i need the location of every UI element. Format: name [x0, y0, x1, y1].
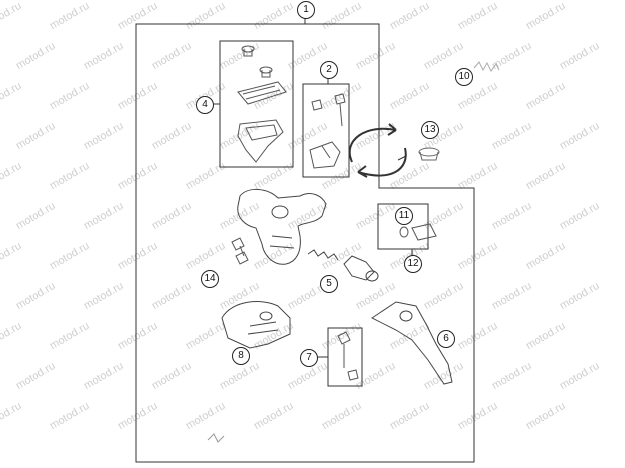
fitting-part-13 — [418, 147, 440, 161]
seal-part-11 — [399, 223, 437, 241]
callout-label: 1 — [303, 4, 309, 15]
callout-label: 7 — [306, 352, 312, 363]
callout-8[interactable]: 8 — [232, 347, 250, 365]
group-box-4 — [219, 40, 294, 168]
group-box-12 — [377, 203, 429, 250]
callout-label: 11 — [398, 210, 410, 221]
callout-7[interactable]: 7 — [300, 349, 318, 367]
callout-label: 2 — [326, 64, 332, 75]
callout-label: 12 — [407, 258, 419, 269]
banjo-bolt-parts — [309, 93, 346, 169]
callout-label: 13 — [424, 124, 436, 135]
callout-label: 6 — [443, 333, 449, 344]
callout-11[interactable]: 11 — [395, 207, 413, 225]
bolt-part-7 — [337, 331, 359, 381]
callout-label: 14 — [204, 273, 216, 284]
callout-label: 4 — [202, 99, 208, 110]
reservoir-cap-parts — [237, 45, 287, 163]
callout-label: 10 — [458, 71, 470, 82]
callout-6[interactable]: 6 — [437, 330, 455, 348]
callout-1[interactable]: 1 — [297, 1, 315, 19]
callout-13[interactable]: 13 — [421, 121, 439, 139]
lever-part-6 — [371, 301, 453, 385]
callout-5[interactable]: 5 — [320, 275, 338, 293]
callout-14[interactable]: 14 — [201, 270, 219, 288]
piston-kit-5 — [307, 249, 379, 282]
bottom-sketch — [207, 433, 225, 443]
clamp-part-8 — [221, 301, 291, 349]
swap-arrow-top — [348, 127, 397, 163]
callout-2[interactable]: 2 — [320, 61, 338, 79]
screw-parts-14 — [231, 237, 249, 265]
callout-12[interactable]: 12 — [404, 255, 422, 273]
callout-10[interactable]: 10 — [455, 68, 473, 86]
callout-label: 5 — [326, 278, 332, 289]
assembly-outline — [135, 23, 475, 463]
swap-arrow-bottom — [357, 147, 407, 177]
master-cylinder-body — [237, 189, 327, 265]
group-box-7 — [327, 327, 363, 387]
part-10-sketch — [473, 61, 500, 72]
callout-label: 8 — [238, 350, 244, 361]
group-box-2 — [302, 83, 350, 178]
callout-4[interactable]: 4 — [196, 96, 214, 114]
